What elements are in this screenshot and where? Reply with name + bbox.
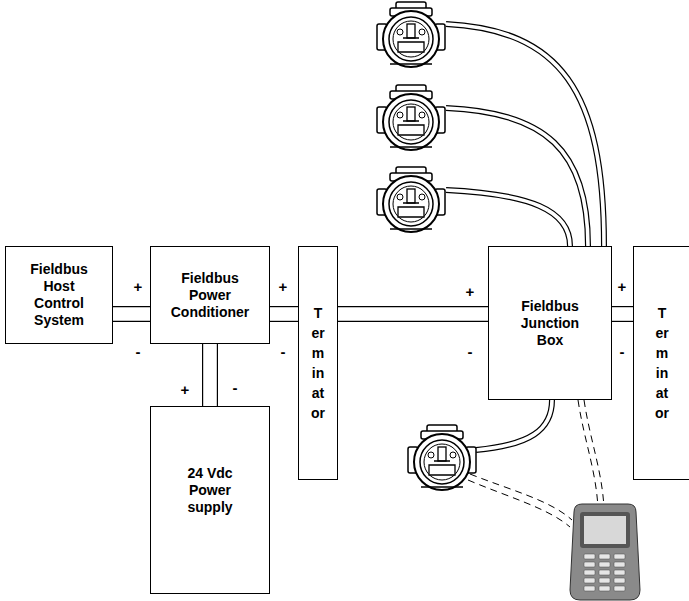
key	[614, 570, 625, 575]
cable-outline	[202, 344, 218, 406]
cable-core	[338, 307, 488, 321]
cable-core	[113, 307, 150, 321]
bus-cable	[113, 314, 150, 315]
box-label: Fieldbus Junction Box	[514, 298, 586, 349]
key	[599, 554, 610, 559]
bus-cable	[270, 314, 298, 315]
power-supply-box: 24 Vdc Power supply	[150, 406, 270, 594]
transmitter	[408, 425, 476, 490]
key	[584, 578, 595, 583]
polarity-mark: -	[136, 344, 141, 360]
transmitter	[377, 2, 445, 67]
key	[599, 562, 610, 567]
wire	[446, 190, 570, 246]
wire	[476, 400, 552, 450]
transmitter	[377, 85, 445, 150]
wire	[446, 108, 588, 246]
polarity-mark: -	[233, 380, 238, 396]
key	[599, 570, 610, 575]
host-box: Fieldbus Host Control System	[5, 246, 113, 344]
key	[584, 570, 595, 575]
cable-core	[203, 344, 217, 406]
cable-outline	[270, 306, 298, 322]
polarity-mark: -	[620, 344, 625, 360]
bus-cable	[338, 314, 488, 315]
polarity-mark: -	[281, 344, 286, 360]
polarity-mark: +	[279, 279, 288, 295]
vertical-label: Terminator	[655, 303, 669, 423]
polarity-mark: +	[466, 284, 475, 300]
bus-cable	[612, 314, 633, 315]
key	[599, 586, 610, 591]
box-label: Fieldbus Power Conditioner	[167, 270, 253, 321]
handheld-communicator	[570, 504, 640, 600]
terminator-box: Terminator	[298, 246, 338, 480]
cable-outline	[338, 306, 488, 322]
polarity-mark: -	[468, 344, 473, 360]
cable-core	[270, 307, 298, 321]
bus-cable	[210, 344, 211, 406]
key	[614, 586, 625, 591]
key	[584, 554, 595, 559]
wire	[446, 24, 604, 246]
key	[614, 578, 625, 583]
cable-outline	[612, 306, 633, 322]
cable-core	[612, 307, 633, 321]
key	[584, 562, 595, 567]
polarity-mark: +	[618, 279, 627, 295]
vertical-label: Terminator	[311, 303, 325, 423]
key	[614, 554, 625, 559]
polarity-mark: +	[134, 279, 143, 295]
key	[614, 562, 625, 567]
key	[599, 578, 610, 583]
cable-outline	[113, 306, 150, 322]
junction-box: Fieldbus Junction Box	[488, 246, 612, 400]
box-label: Fieldbus Host Control System	[26, 261, 92, 329]
power-conditioner-box: Fieldbus Power Conditioner	[150, 246, 270, 344]
box-label: 24 Vdc Power supply	[180, 465, 240, 516]
key	[584, 586, 595, 591]
terminator-box: Terminator	[633, 246, 689, 480]
polarity-mark: +	[181, 382, 190, 398]
transmitter	[377, 167, 445, 232]
